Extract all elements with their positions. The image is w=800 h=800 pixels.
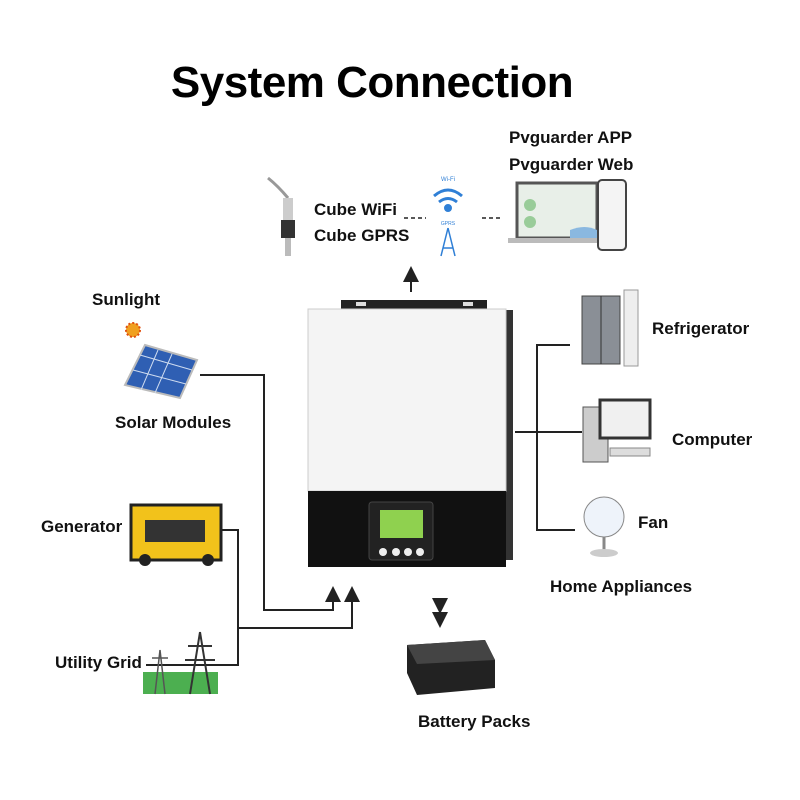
grid-to-inverter-line xyxy=(238,586,360,629)
refrigerator-icon xyxy=(581,289,639,367)
label-utility-grid: Utility Grid xyxy=(55,653,142,672)
wifi-icon xyxy=(433,188,463,212)
button-icon xyxy=(404,548,412,556)
gprs-tower-icon xyxy=(440,227,456,257)
diagram-title: System Connection xyxy=(170,58,574,107)
button-icon xyxy=(392,548,400,556)
wifi-tag: Wi-Fi xyxy=(441,177,455,183)
generator-line xyxy=(146,529,239,666)
sun-icon xyxy=(125,322,141,338)
inverter xyxy=(307,300,513,567)
label-computer: Computer xyxy=(672,430,753,449)
fan-icon xyxy=(583,496,625,557)
button-icon xyxy=(416,548,424,556)
label-cube-gprs: Cube GPRS xyxy=(314,226,410,245)
mounting-bracket xyxy=(341,300,487,310)
label-battery-packs: Battery Packs xyxy=(418,712,531,731)
label-sunlight: Sunlight xyxy=(92,290,160,309)
label-app: Pvguarder APP xyxy=(509,128,633,147)
label-home-appliances: Home Appliances xyxy=(550,577,693,596)
label-cube-wifi: Cube WiFi xyxy=(314,200,397,219)
lcd-screen xyxy=(380,510,423,538)
connection-lines xyxy=(146,217,582,666)
button-icon xyxy=(379,548,387,556)
computer-icon xyxy=(582,398,652,463)
appliance-bus-line xyxy=(536,344,575,531)
label-solar-modules: Solar Modules xyxy=(115,413,232,432)
gprs-tag: GPRS xyxy=(441,221,456,227)
generator-icon xyxy=(129,503,223,566)
laptop-phone-icon xyxy=(508,179,627,251)
battery-icon xyxy=(407,640,495,695)
solar-panel-icon xyxy=(123,343,199,400)
label-web: Pvguarder Web xyxy=(509,155,634,174)
cube-dongle-icon xyxy=(267,176,295,256)
label-generator: Generator xyxy=(41,517,123,536)
solar-line xyxy=(200,374,341,611)
label-refrigerator: Refrigerator xyxy=(652,319,750,338)
label-fan: Fan xyxy=(638,513,669,532)
utility-grid-icon xyxy=(143,631,218,695)
cooling-fins xyxy=(505,310,513,560)
